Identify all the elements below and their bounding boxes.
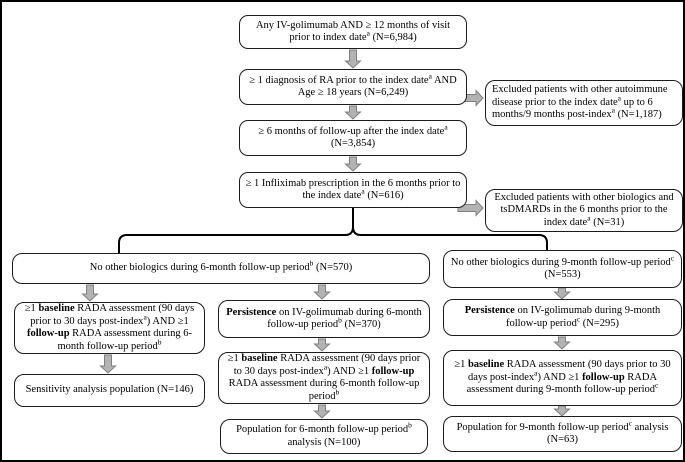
- flow-box-rada-6mo: ≥1 baseline RADA assessment (90 days pri…: [218, 352, 430, 404]
- flow-box-any-iv-golimumab: Any IV-golimumab AND ≥ 12 months of visi…: [239, 15, 467, 49]
- arrow-down-icon: [344, 105, 362, 120]
- flow-box-no-other-biologics-9mo: No other biologics during 9-month follow…: [443, 250, 682, 288]
- arrow-down-icon: [553, 287, 571, 300]
- flow-box-followup-6mo: ≥ 6 months of follow-up after the index …: [239, 120, 467, 156]
- flow-box-no-other-biologics-6mo: No other biologics during 6-month follow…: [12, 253, 430, 284]
- arrow-down-icon: [344, 49, 362, 69]
- flow-box-excluded-biologics: Excluded patients with other biologics a…: [485, 189, 683, 232]
- flow-box-persistence-6mo: Persistence on IV-golimumab during 6-mon…: [218, 300, 430, 338]
- flow-box-excluded-autoimmune: Excluded patients with other autoimmune …: [485, 80, 683, 126]
- flow-box-infliximab-rx: ≥ 1 Infliximab prescription in the 6 mon…: [239, 172, 467, 208]
- branch-brace: [118, 226, 548, 253]
- flow-box-sensitivity-population: Sensitivity analysis population (N=146): [14, 374, 205, 407]
- arrow-down-icon: [313, 404, 331, 419]
- flow-box-ra-diagnosis: ≥ 1 diagnosis of RA prior to the index d…: [239, 69, 467, 105]
- flow-box-rada-9mo: ≥1 baseline RADA assessment (90 days pri…: [443, 350, 682, 406]
- flow-box-population-9mo: Population for 9-month follow-up periodc…: [443, 416, 682, 452]
- arrow-down-icon: [553, 405, 571, 417]
- arrow-right-icon: [457, 199, 484, 217]
- arrow-down-icon: [344, 156, 362, 172]
- flow-box-persistence-9mo: Persistence on IV-golimumab during 9-mon…: [443, 299, 682, 336]
- arrow-down-icon: [313, 284, 331, 300]
- flow-box-rada-sensitivity-criteria: ≥1 baseline RADA assessment (90 days pri…: [14, 302, 205, 354]
- flow-box-population-6mo: Population for 6-month follow-up periodb…: [220, 419, 428, 454]
- arrow-down-icon: [553, 336, 571, 350]
- arrow-down-icon: [81, 284, 99, 302]
- arrow-down-icon: [313, 338, 331, 352]
- arrow-down-icon: [99, 354, 117, 374]
